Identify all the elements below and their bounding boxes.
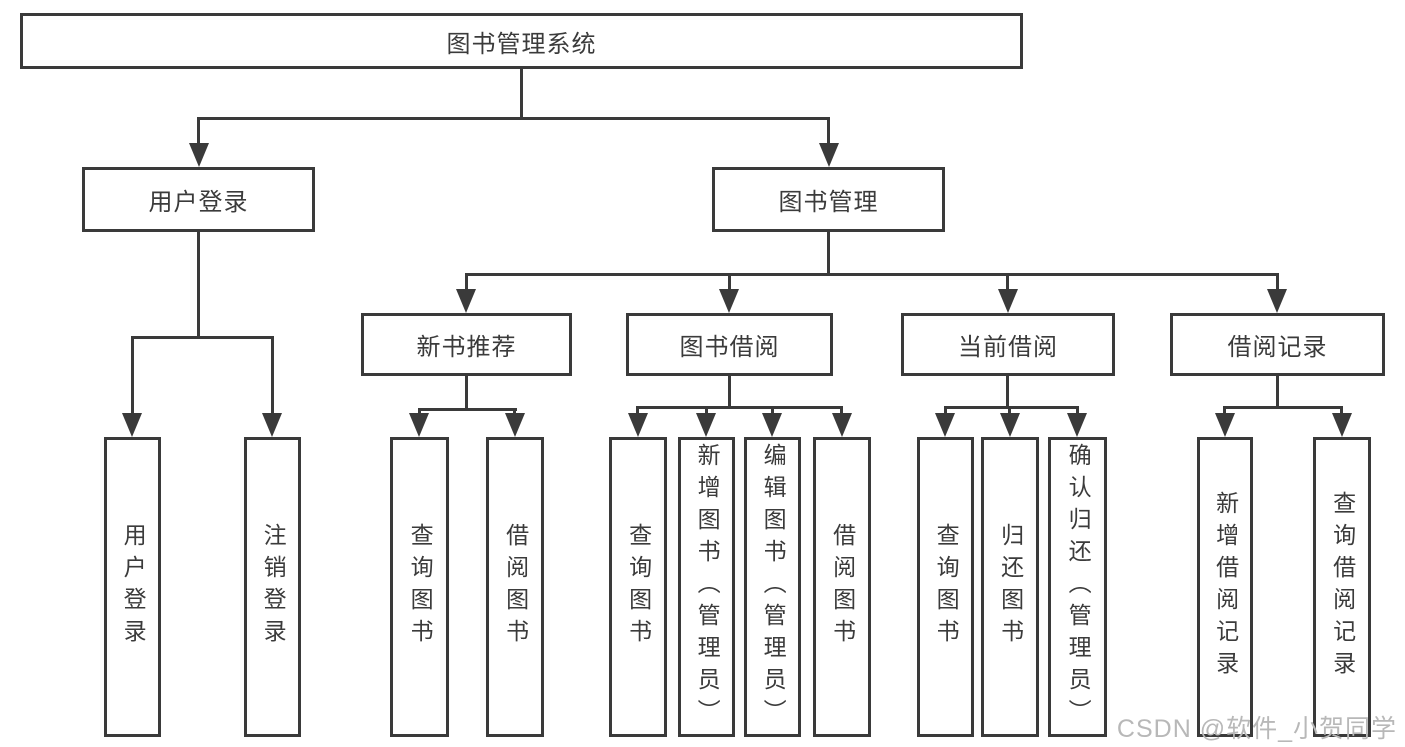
arrow-down-icon bbox=[1267, 289, 1287, 313]
arrow-down-icon bbox=[819, 143, 839, 167]
arrow-down-icon bbox=[456, 289, 476, 313]
connector-stem bbox=[1008, 409, 1011, 415]
node-label: 注销登录 bbox=[260, 523, 287, 651]
arrow-down-icon bbox=[409, 413, 429, 437]
connector-stem bbox=[197, 120, 200, 146]
connector-stem bbox=[1276, 276, 1279, 291]
connector-stem bbox=[705, 409, 708, 415]
connector-stem bbox=[197, 232, 200, 339]
arrow-down-icon bbox=[998, 289, 1018, 313]
leaf-borrow-books-borrowing: 借阅图书 bbox=[813, 437, 871, 737]
node-label: 查询图书 bbox=[933, 523, 960, 651]
node-label: 图书管理系统 bbox=[446, 30, 597, 58]
leaf-logout: 注销登录 bbox=[244, 437, 301, 737]
connector-stem bbox=[1340, 409, 1343, 415]
arrow-down-icon bbox=[832, 413, 852, 437]
connector-stem bbox=[827, 232, 830, 276]
node-label: 图书管理 bbox=[778, 189, 879, 216]
node-new-book-recommendation: 新书推荐 bbox=[361, 313, 572, 376]
arrow-down-icon bbox=[122, 413, 142, 437]
csdn-watermark: CSDN @软件_小贺同学 bbox=[1116, 715, 1397, 743]
node-current-borrowing: 当前借阅 bbox=[901, 313, 1115, 376]
connector-stem bbox=[944, 409, 947, 415]
connector-rail bbox=[636, 406, 843, 409]
connector-stem bbox=[840, 409, 843, 415]
arrow-down-icon bbox=[189, 143, 209, 167]
connector-stem bbox=[465, 376, 468, 411]
node-label: 当前借阅 bbox=[958, 334, 1058, 361]
node-book-management: 图书管理 bbox=[712, 167, 945, 232]
node-label: 借阅图书 bbox=[502, 523, 529, 651]
leaf-user-login: 用户登录 bbox=[104, 437, 161, 737]
leaf-return-books: 归还图书 bbox=[981, 437, 1039, 737]
arrow-down-icon bbox=[628, 413, 648, 437]
node-label: 用户登录 bbox=[120, 523, 147, 651]
connector-stem bbox=[728, 376, 731, 409]
node-label: 借阅记录 bbox=[1227, 334, 1328, 361]
node-label: 确认归还（管理员） bbox=[1065, 443, 1092, 731]
connector-rail bbox=[944, 406, 1079, 409]
connector-stem bbox=[636, 409, 639, 415]
connector-stem bbox=[1006, 376, 1009, 409]
connector-rail bbox=[1223, 406, 1343, 409]
leaf-edit-book-admin: 编辑图书（管理员） bbox=[744, 437, 801, 737]
arrow-down-icon bbox=[1067, 413, 1087, 437]
connector-rail bbox=[418, 408, 517, 411]
node-label: 用户登录 bbox=[148, 189, 249, 216]
node-label: 新增图书（管理员） bbox=[694, 443, 721, 731]
connector-stem bbox=[771, 409, 774, 415]
arrow-down-icon bbox=[505, 413, 525, 437]
arrow-down-icon bbox=[935, 413, 955, 437]
node-label: 查询图书 bbox=[625, 523, 652, 651]
leaf-query-books-borrowing: 查询图书 bbox=[609, 437, 667, 737]
leaf-confirm-return-admin: 确认归还（管理员） bbox=[1048, 437, 1107, 737]
connector-stem bbox=[1076, 409, 1079, 415]
connector-stem bbox=[1223, 409, 1226, 415]
connector-stem bbox=[728, 276, 731, 291]
node-borrowing-records: 借阅记录 bbox=[1170, 313, 1385, 376]
node-label: 查询图书 bbox=[407, 523, 434, 651]
arrow-down-icon bbox=[762, 413, 782, 437]
connector-root-rail bbox=[197, 117, 830, 120]
node-book-borrowing: 图书借阅 bbox=[626, 313, 833, 376]
leaf-borrow-books-recommend: 借阅图书 bbox=[486, 437, 544, 737]
node-label: 查询借阅记录 bbox=[1329, 491, 1356, 683]
node-label: 编辑图书（管理员） bbox=[760, 443, 787, 731]
leaf-query-books-current: 查询图书 bbox=[917, 437, 974, 737]
arrow-down-icon bbox=[1332, 413, 1352, 437]
leaf-query-books-recommend: 查询图书 bbox=[390, 437, 449, 737]
connector-root-stem bbox=[520, 68, 523, 120]
connector-stem bbox=[131, 339, 134, 415]
connector-stem bbox=[1276, 376, 1279, 409]
leaf-add-borrow-record: 新增借阅记录 bbox=[1197, 437, 1253, 737]
connector-stem bbox=[271, 339, 274, 415]
arrow-down-icon bbox=[719, 289, 739, 313]
node-user-login: 用户登录 bbox=[82, 167, 315, 232]
node-label: 新书推荐 bbox=[416, 334, 517, 361]
leaf-query-borrow-record: 查询借阅记录 bbox=[1313, 437, 1371, 737]
node-library-management-system: 图书管理系统 bbox=[20, 13, 1023, 69]
connector-stem bbox=[1006, 276, 1009, 291]
connector-rail bbox=[131, 336, 274, 339]
connector-stem bbox=[827, 120, 830, 146]
leaf-add-book-admin: 新增图书（管理员） bbox=[678, 437, 735, 737]
arrow-down-icon bbox=[1000, 413, 1020, 437]
arrow-down-icon bbox=[262, 413, 282, 437]
connector-stem bbox=[465, 276, 468, 291]
node-label: 归还图书 bbox=[997, 523, 1024, 651]
connector-rail bbox=[465, 273, 1279, 276]
node-label: 新增借阅记录 bbox=[1212, 491, 1239, 683]
arrow-down-icon bbox=[1215, 413, 1235, 437]
node-label: 借阅图书 bbox=[829, 523, 856, 651]
node-label: 图书借阅 bbox=[679, 334, 780, 361]
arrow-down-icon bbox=[696, 413, 716, 437]
